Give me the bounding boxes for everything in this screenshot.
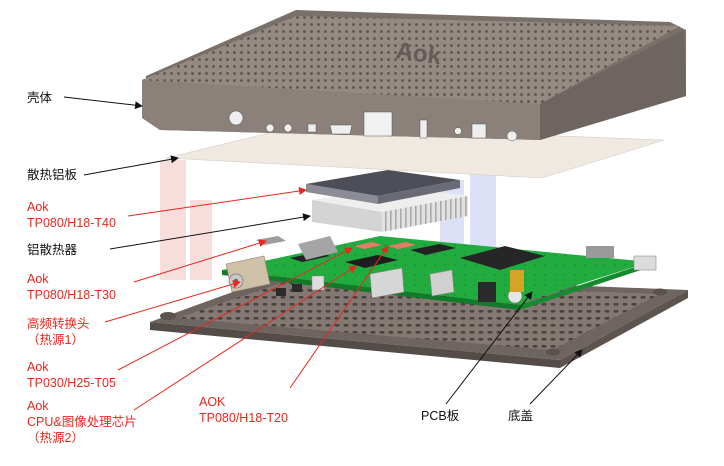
- thermal-pad-top: [306, 170, 460, 204]
- housing-logo: Aok: [394, 37, 443, 70]
- label-pcb: PCB板: [421, 409, 460, 423]
- tuner-shield: [298, 236, 338, 260]
- label-pad-t40: Aok TP080/H18-T40: [27, 200, 116, 230]
- housing: Aok: [142, 10, 686, 142]
- pcb-board: [222, 236, 657, 310]
- label-housing: 壳体: [27, 91, 53, 105]
- label-cpu: Aok CPU&图像处理芯片 （热源2）: [27, 399, 137, 445]
- label-pad-t30: Aok TP080/H18-T30: [27, 272, 116, 302]
- label-bottom: 底盖: [508, 409, 534, 423]
- thermal-pad-small: [256, 236, 286, 245]
- label-pad-t05: Aok TP030/H25-T05: [27, 360, 116, 390]
- label-tuner: 高频转换头 （热源1）: [27, 317, 90, 347]
- label-heatsink: 铝散热器: [27, 243, 78, 257]
- label-pad-t20: AOK TP080/H18-T20: [199, 395, 288, 425]
- leader-lines: [63, 96, 583, 411]
- label-plate: 散热铝板: [27, 168, 78, 182]
